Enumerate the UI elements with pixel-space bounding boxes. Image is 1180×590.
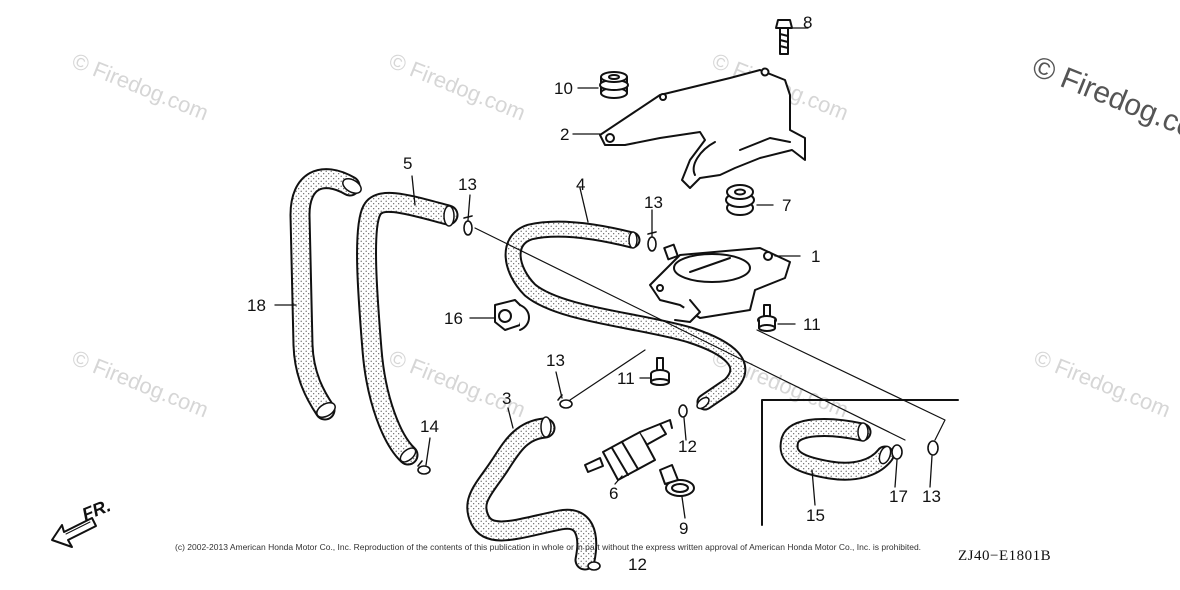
callout-9: 9 [679,519,689,538]
clip-12-upper [678,404,688,418]
clip-13-upper-left [463,215,473,236]
callout-16: 16 [444,309,463,328]
reference-lines [474,227,946,441]
leader-lines [274,27,933,519]
callout-7: 7 [782,196,792,215]
hose-4 [504,220,747,411]
front-direction-arrow-icon [51,517,97,548]
callout-13-upper: 13 [644,193,663,212]
callout-11-center: 11 [617,369,635,388]
clamp-9 [659,464,695,497]
copyright-notice: (c) 2002-2013 American Honda Motor Co., … [175,542,922,552]
callout-13-inset: 13 [922,487,941,506]
clip-17 [891,444,903,460]
callout-11-right: 11 [803,315,821,334]
callout-15: 15 [806,506,825,525]
diagram-code: ZJ40−E1801B [958,548,1052,564]
hose-15 [779,417,895,481]
fuel-pump-1 [649,243,791,323]
hose-5 [356,191,459,466]
clip-16 [494,299,530,331]
grommet-7 [725,184,755,216]
callout-10: 10 [554,79,573,98]
bolt-11-right [757,304,777,332]
callout-8: 8 [803,13,813,32]
bolt-11-center [650,357,670,386]
bolt-8 [775,19,793,55]
callout-2: 2 [560,125,570,144]
clip-13-mid [557,394,573,409]
callout-13-upper-left: 13 [458,175,477,194]
callout-14: 14 [420,417,439,436]
callout-5: 5 [403,154,413,173]
grommet-10 [599,71,629,99]
callout-1: 1 [811,247,821,266]
inset-frame [761,399,959,526]
callout-13-mid: 13 [546,351,565,370]
clip-12-lower [587,561,601,571]
bracket-2 [599,67,806,189]
callout-17: 17 [889,487,908,506]
hose-3 [466,416,598,571]
callout-6: 6 [609,484,619,503]
clip-14 [417,460,431,475]
callout-18: 18 [247,296,266,315]
callout-12-lower: 12 [628,555,647,574]
clip-13-inset [927,440,939,456]
callout-3: 3 [502,389,512,408]
callout-12-upper: 12 [678,437,697,456]
hose-18 [289,168,362,421]
callout-4: 4 [576,175,586,194]
fuel-filter-6 [584,419,673,481]
